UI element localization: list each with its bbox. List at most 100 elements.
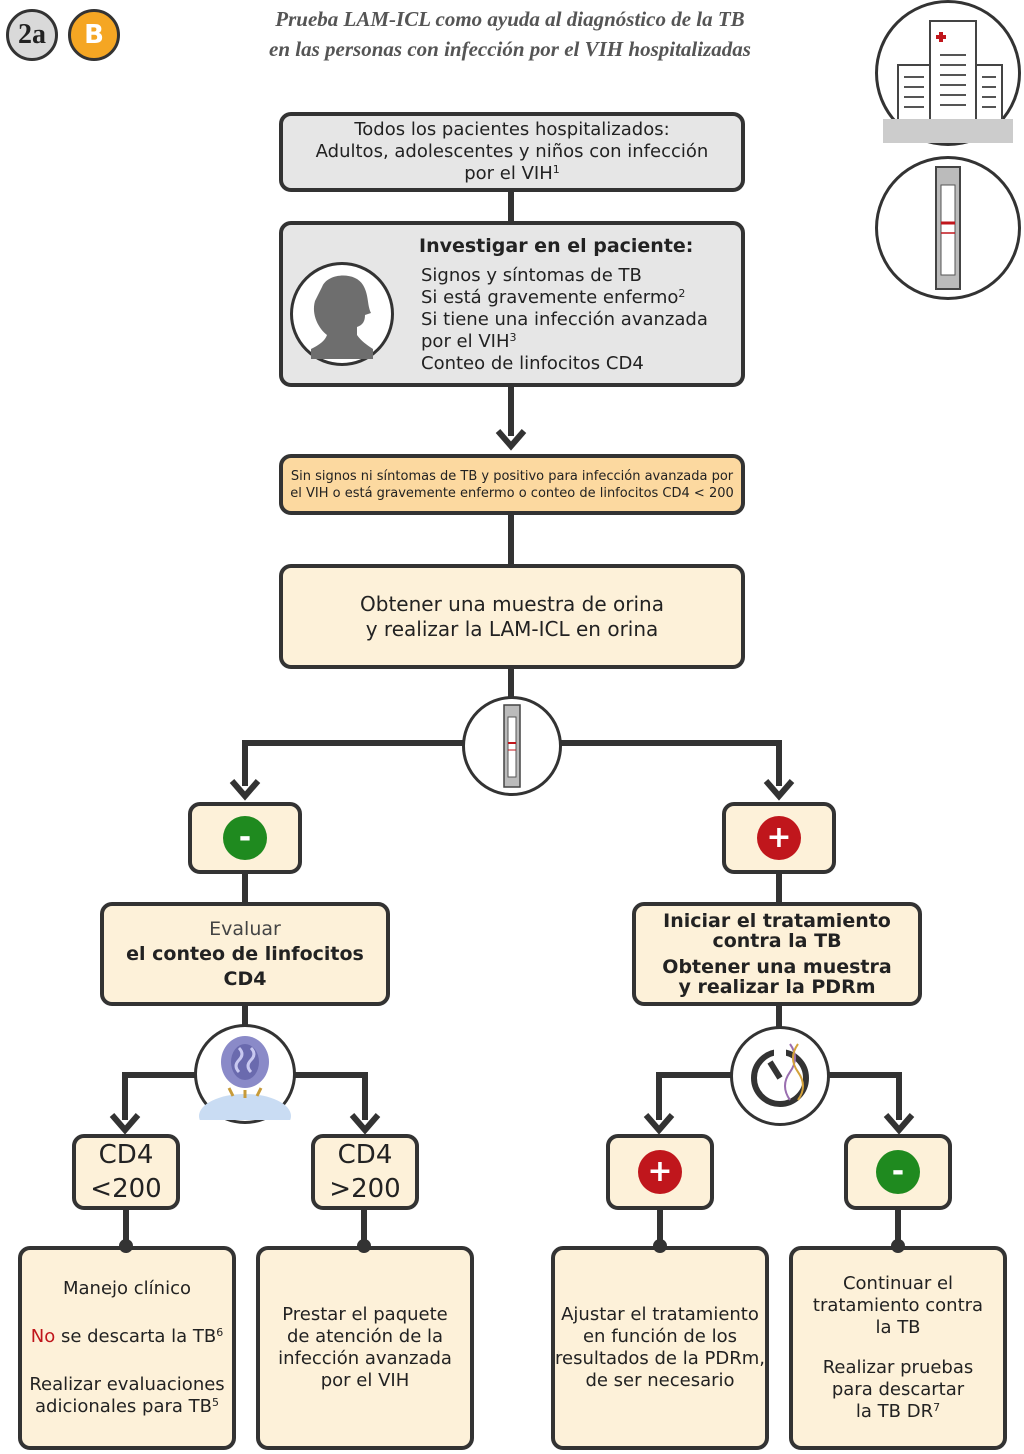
- arrow-head-icon: [643, 1113, 675, 1135]
- page-title: Prueba LAM-ICL como ayuda al diagnóstico…: [200, 4, 820, 64]
- connector: [657, 1208, 663, 1246]
- out4-line-2: tratamiento contra: [812, 1295, 984, 1316]
- box1-line2: Adultos, adolescentes y niños con infecc…: [315, 141, 709, 162]
- title-line-1: Prueba LAM-ICL como ayuda al diagnóstico…: [275, 7, 745, 31]
- cd4-low-line-1: CD4: [98, 1140, 154, 1170]
- out2-line-1: Prestar el paquete: [282, 1304, 448, 1325]
- lam-positive-result: +: [722, 802, 836, 874]
- cd4-above-200-box: CD4 >200: [311, 1134, 419, 1210]
- footnote-1: 1: [552, 163, 560, 176]
- evaluate-cd4-box: Evaluar el conteo de linfocitos CD4: [100, 902, 390, 1006]
- investigate-item-2-wrap: Si está gravemente enfermo2: [421, 287, 708, 309]
- cd4-high-line-2: >200: [329, 1174, 401, 1204]
- out1-line-2-wrap: No se descarta la TB6: [31, 1326, 224, 1348]
- junction-dot: [357, 1239, 371, 1253]
- box1-line3: por el VIH: [464, 163, 553, 184]
- connector: [242, 872, 248, 904]
- positive-sign-icon: +: [638, 1150, 682, 1194]
- pdrm-negative-result: -: [844, 1134, 952, 1210]
- urine-line-1: Obtener una muestra de orina: [360, 591, 664, 616]
- adjust-treatment-box: Ajustar el tratamiento en función de los…: [551, 1246, 769, 1450]
- connector: [508, 666, 514, 702]
- start-treatment-box: Iniciar el tratamiento contra la TB Obte…: [632, 902, 922, 1006]
- criteria-line-2: el VIH o está gravemente enfermo o conte…: [290, 485, 734, 501]
- badge-2a: 2a: [6, 9, 58, 61]
- connector: [656, 1072, 662, 1120]
- out2-line-2: de atención de la: [286, 1326, 444, 1347]
- connector: [122, 1072, 128, 1120]
- out4-line-6-wrap: la TB DR7: [856, 1401, 940, 1423]
- investigate-list: Signos y síntomas de TB Si está gravemen…: [421, 265, 708, 375]
- all-patients-box: Todos los pacientes hospitalizados: Adul…: [279, 112, 745, 192]
- out4-line-3: la TB: [875, 1317, 921, 1338]
- criteria-line-1: Sin signos ni síntomas de TB y positivo …: [290, 468, 734, 484]
- badge-2a-label: 2a: [18, 19, 46, 50]
- cd4-below-200-box: CD4 <200: [72, 1134, 180, 1210]
- out4-line-4: Realizar pruebas: [822, 1357, 974, 1378]
- cd4-low-line-2: <200: [90, 1174, 162, 1204]
- connector: [508, 190, 514, 223]
- investigate-item-4: Conteo de linfocitos CD4: [421, 353, 644, 374]
- out4-line-1: Continuar el: [842, 1273, 954, 1294]
- lam-test-strip-icon: [875, 156, 1021, 300]
- junction-dot: [119, 1239, 133, 1253]
- negative-sign-icon: -: [223, 816, 267, 860]
- out1-no: No: [30, 1326, 56, 1347]
- investigate-item-3b: por el VIH: [421, 331, 510, 352]
- investigate-title: Investigar en el paciente:: [419, 235, 694, 257]
- connector: [508, 512, 514, 566]
- evaluate-line-1: Evaluar: [209, 917, 281, 940]
- out3-line-3: resultados de la PDRm,: [555, 1348, 765, 1369]
- advanced-hiv-package-box: Prestar el paquete de atención de la inf…: [256, 1246, 474, 1450]
- arrow-head-icon: [229, 779, 261, 801]
- footnote-2: 2: [678, 287, 686, 300]
- continue-treatment-box: Continuar el tratamiento contra la TB Re…: [789, 1246, 1007, 1450]
- connector: [776, 872, 782, 904]
- out1-line-1: Manejo clínico: [63, 1278, 191, 1299]
- box1-line1: Todos los pacientes hospitalizados:: [354, 119, 670, 140]
- investigate-item-1: Signos y síntomas de TB: [421, 265, 642, 286]
- lam-negative-result: -: [188, 802, 302, 874]
- investigate-item-3b-wrap: por el VIH3: [421, 331, 708, 353]
- footnote-6: 6: [216, 1326, 224, 1339]
- investigate-item-2: Si está gravemente enfermo: [421, 287, 679, 308]
- out3-line-4: de ser necesario: [585, 1370, 735, 1391]
- cd4-cell-icon: [194, 1024, 296, 1124]
- connector: [508, 384, 514, 436]
- connector: [123, 1208, 129, 1246]
- negative-sign-icon: -: [876, 1150, 920, 1194]
- connector: [776, 740, 782, 786]
- out1-line-4: adicionales para TB: [35, 1396, 212, 1417]
- junction-dot: [653, 1239, 667, 1253]
- footnote-3: 3: [509, 331, 517, 344]
- arrow-head-icon: [495, 429, 527, 451]
- evaluate-line-2: el conteo de linfocitos CD4: [126, 942, 364, 990]
- footnote-7: 7: [933, 1401, 941, 1414]
- urine-sample-box: Obtener una muestra de orina y realizar …: [279, 564, 745, 669]
- pdrm-positive-result: +: [606, 1134, 714, 1210]
- out3-line-2: en función de los: [582, 1326, 737, 1347]
- out3-line-1: Ajustar el tratamiento: [561, 1304, 759, 1325]
- investigate-item-3a: Si tiene una infección avanzada: [421, 309, 708, 330]
- treat-line-3: Obtener una muestra: [662, 956, 892, 978]
- connector: [242, 1004, 248, 1034]
- badge-b-label: B: [84, 20, 104, 50]
- arrow-head-icon: [109, 1113, 141, 1135]
- connector: [362, 1072, 368, 1120]
- arrow-head-icon: [763, 779, 795, 801]
- hospital-icon: [875, 0, 1021, 146]
- cd4-high-line-1: CD4: [337, 1140, 393, 1170]
- urine-line-2: y realizar la LAM-ICL en orina: [365, 616, 659, 641]
- out1-line-4-wrap: adicionales para TB5: [35, 1396, 219, 1418]
- criteria-box: Sin signos ni síntomas de TB y positivo …: [279, 454, 745, 515]
- connector: [895, 1208, 901, 1246]
- connector: [361, 1208, 367, 1246]
- badge-b: B: [68, 9, 120, 61]
- out1-line-2: se descarta la TB: [55, 1326, 217, 1347]
- positive-sign-icon: +: [757, 816, 801, 860]
- treat-line-1: Iniciar el tratamiento: [663, 910, 891, 932]
- arrow-head-icon: [349, 1113, 381, 1135]
- arrow-head-icon: [883, 1113, 915, 1135]
- out2-line-3: infección avanzada: [278, 1348, 452, 1369]
- out2-line-4: por el VIH: [320, 1370, 410, 1391]
